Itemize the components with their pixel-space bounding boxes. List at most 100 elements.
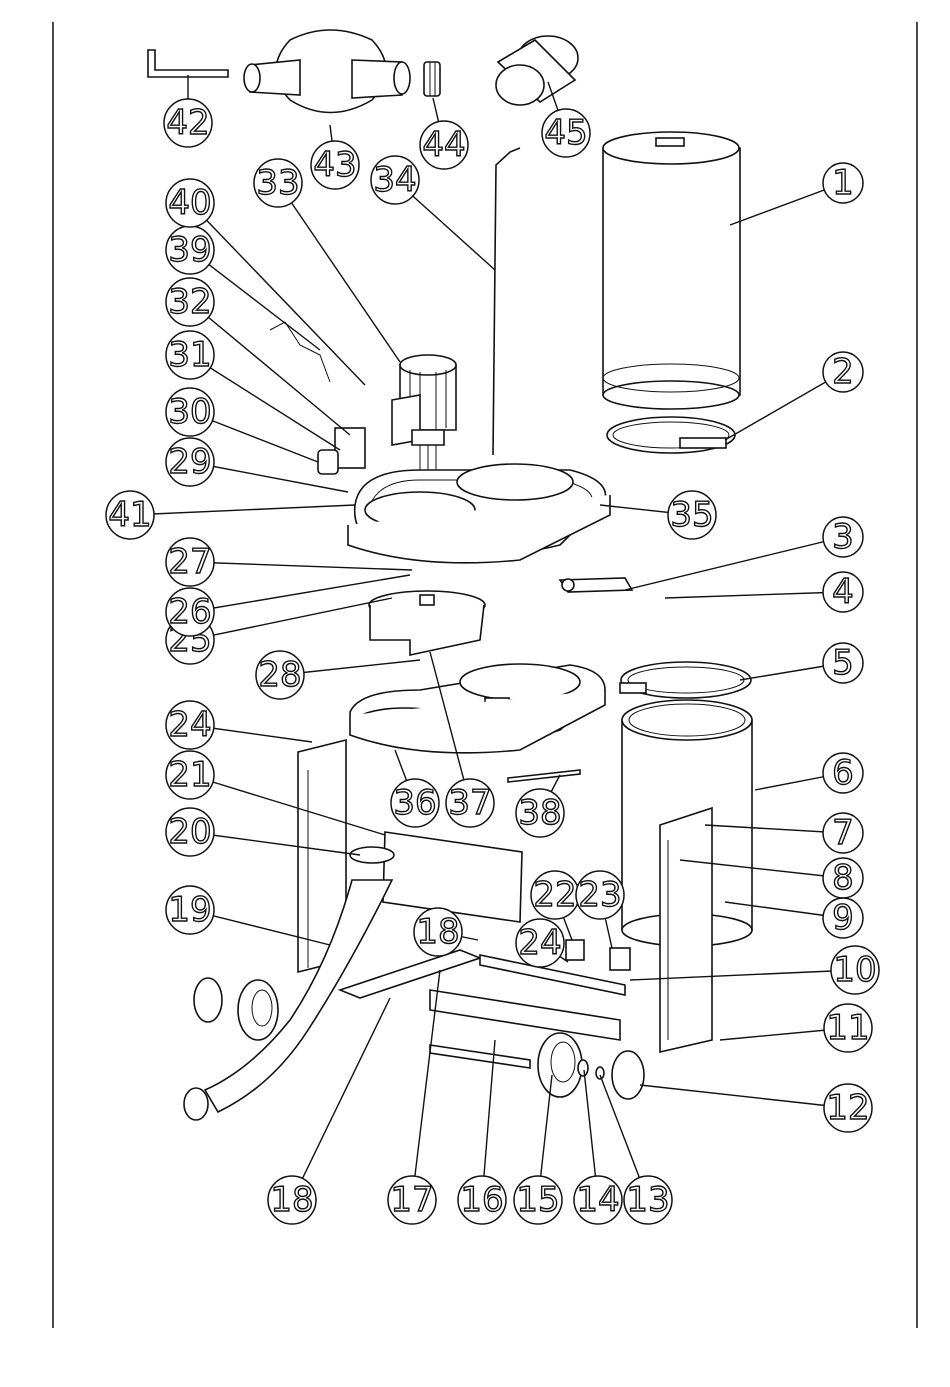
callout-number: 43 — [313, 145, 356, 185]
callout-number: 34 — [373, 160, 416, 200]
callout-number: 24 — [518, 923, 561, 963]
callout-number: 13 — [626, 1180, 669, 1220]
callout-6: 6 — [823, 753, 863, 793]
callout-number: 7 — [832, 813, 854, 853]
callout-22: 22 — [531, 871, 579, 919]
callout-number: 4 — [832, 572, 854, 612]
impeller — [369, 591, 485, 655]
callout-20: 20 — [166, 808, 214, 856]
callout-number: 19 — [168, 890, 211, 930]
upper-clamp — [607, 417, 735, 453]
callout-16: 16 — [458, 1176, 506, 1224]
wheel-left — [238, 980, 278, 1040]
callout-24: 24 — [166, 701, 214, 749]
callout-36: 36 — [391, 779, 439, 827]
callout-18: 18 — [268, 1176, 316, 1224]
callout-number: 41 — [108, 495, 151, 535]
callout-15: 15 — [514, 1176, 562, 1224]
cross-brace — [383, 832, 522, 922]
caster — [610, 948, 630, 970]
callout-number: 42 — [166, 103, 209, 143]
callout-44: 44 — [420, 121, 468, 169]
callout-3: 3 — [823, 517, 863, 557]
callout-number: 32 — [168, 282, 211, 322]
callout-number: 27 — [168, 542, 211, 582]
callout-number: 12 — [826, 1088, 869, 1128]
callout-19: 19 — [166, 886, 214, 934]
leader-line-25 — [190, 598, 392, 640]
callout-30: 30 — [166, 388, 214, 436]
lower-housing — [350, 664, 605, 753]
leader-line-17 — [412, 970, 440, 1200]
callout-number: 8 — [832, 858, 854, 898]
callout-2: 2 — [823, 352, 863, 392]
callout-23: 23 — [576, 871, 624, 919]
callout-number: 28 — [258, 655, 301, 695]
callout-number: 40 — [168, 183, 211, 223]
callout-number: 3 — [832, 517, 854, 557]
callout-number: 1 — [832, 163, 854, 203]
callout-27: 27 — [166, 538, 214, 586]
leader-line-4 — [665, 592, 843, 598]
reducer — [424, 62, 440, 96]
nut — [596, 1067, 604, 1079]
callout-number: 15 — [516, 1180, 559, 1220]
handle-rod — [493, 148, 520, 455]
callout-number: 9 — [832, 898, 854, 938]
callout-number: 26 — [168, 592, 211, 632]
callout-number: 39 — [168, 230, 211, 270]
hubcap-right — [612, 1051, 644, 1099]
washer — [578, 1060, 588, 1076]
base-frame — [340, 950, 625, 1068]
callout-37: 37 — [446, 779, 494, 827]
callout-39: 39 — [166, 226, 214, 274]
callout-number: 18 — [270, 1180, 313, 1220]
callout-28: 28 — [256, 651, 304, 699]
callout-12: 12 — [824, 1084, 872, 1132]
caster-bracket — [566, 940, 584, 960]
callout-1: 1 — [823, 163, 863, 203]
callout-41: 41 — [106, 491, 154, 539]
callout-26: 26 — [166, 588, 214, 636]
callout-number: 21 — [168, 755, 211, 795]
callout-number: 37 — [448, 783, 491, 823]
power-cord — [270, 322, 330, 382]
callout-number: 14 — [576, 1180, 619, 1220]
leader-line-3 — [625, 537, 843, 590]
callout-14: 14 — [574, 1176, 622, 1224]
wheel-right — [538, 1033, 582, 1097]
seal-strip — [508, 770, 580, 782]
callout-number: 33 — [256, 163, 299, 203]
filter-bag — [603, 132, 740, 409]
callout-number: 2 — [832, 352, 854, 392]
side-handle — [560, 578, 632, 592]
callout-5: 5 — [823, 643, 863, 683]
callout-8: 8 — [823, 858, 863, 898]
y-adapter — [244, 30, 410, 113]
leader-line-41 — [130, 505, 355, 515]
callout-43: 43 — [311, 141, 359, 189]
callout-number: 22 — [533, 875, 576, 915]
callout-number: 10 — [833, 950, 876, 990]
leader-line-27 — [190, 562, 412, 570]
hex-key — [148, 50, 228, 77]
hubcap-left — [194, 978, 222, 1022]
leader-lines — [130, 75, 855, 1200]
callout-number: 20 — [168, 812, 211, 852]
callout-29: 29 — [166, 438, 214, 486]
parts-drawing — [148, 30, 752, 1120]
callout-number: 35 — [670, 495, 713, 535]
callout-24: 24 — [516, 919, 564, 967]
motor — [392, 355, 456, 482]
callout-number: 5 — [832, 643, 854, 683]
leader-line-21 — [190, 775, 385, 835]
callout-number: 23 — [578, 875, 621, 915]
callout-number: 17 — [390, 1180, 433, 1220]
callout-number: 38 — [518, 793, 561, 833]
leader-line-40 — [190, 203, 365, 385]
callout-number: 16 — [460, 1180, 503, 1220]
callout-18: 18 — [414, 908, 462, 956]
callout-13: 13 — [624, 1176, 672, 1224]
callout-number: 31 — [168, 335, 211, 375]
